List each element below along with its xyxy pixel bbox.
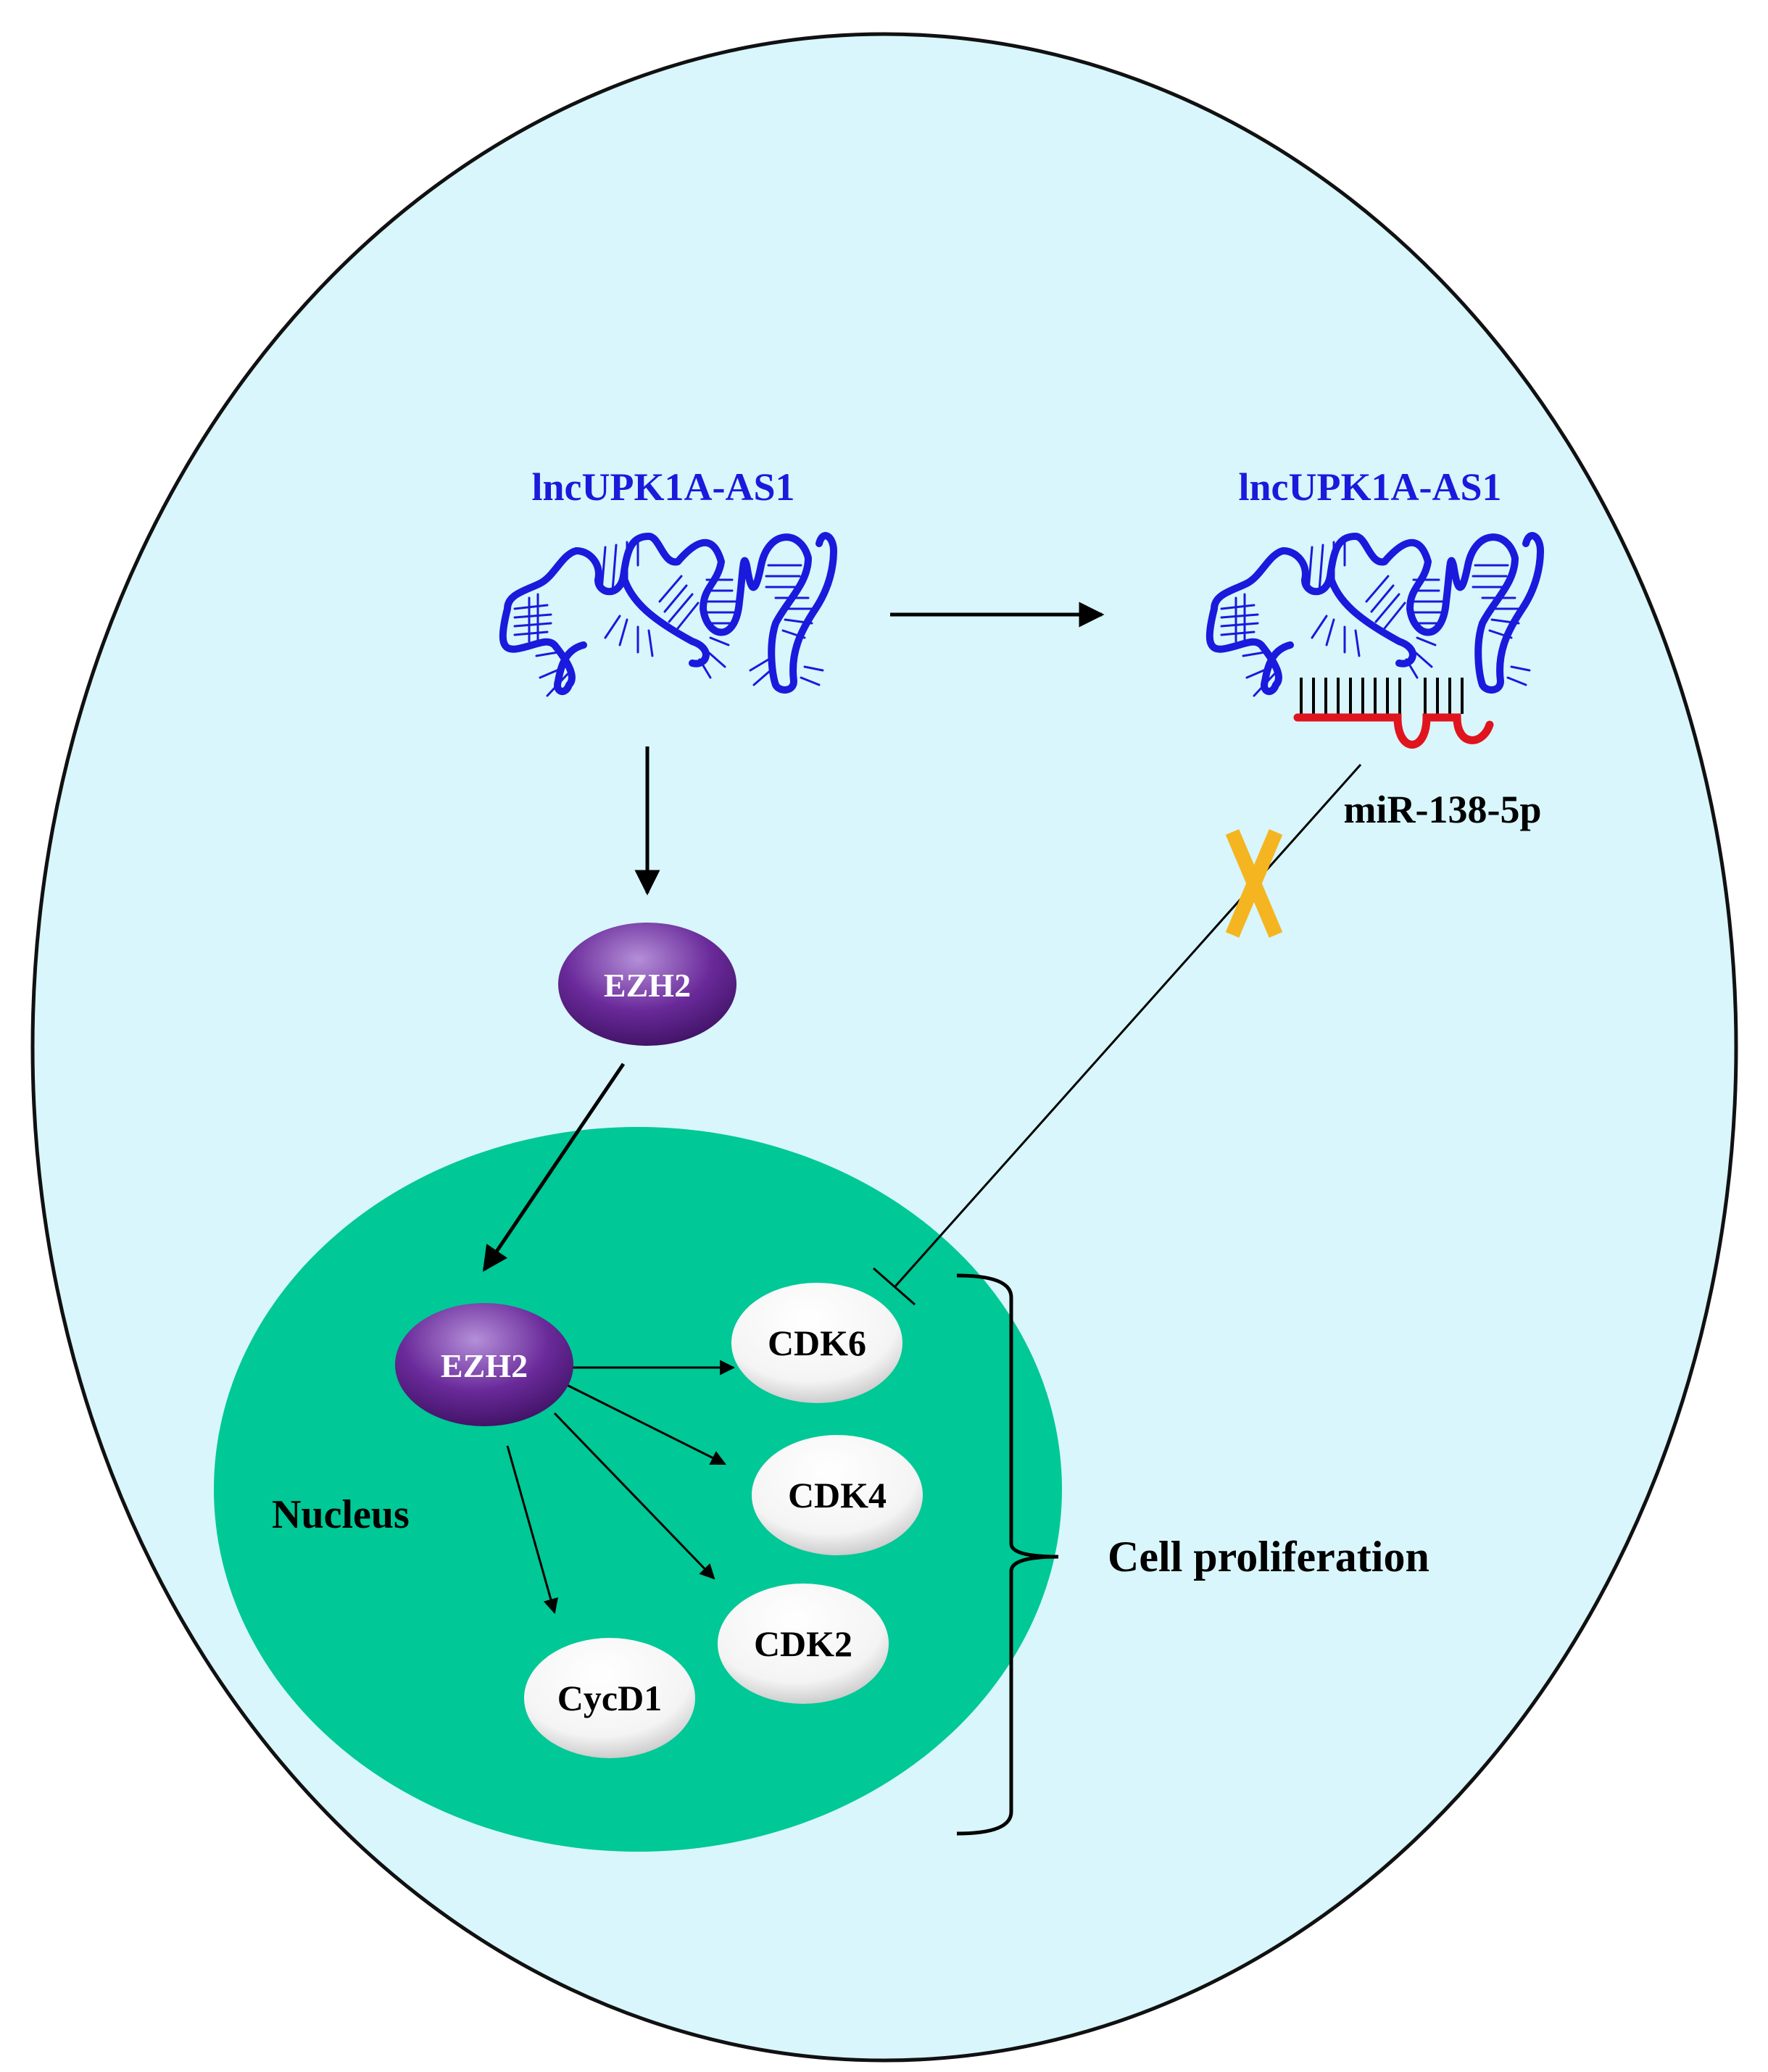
cdk6-node bbox=[731, 1283, 902, 1403]
lncrna-right-label: lncUPK1A-AS1 bbox=[1239, 465, 1502, 509]
ezh2-cytoplasm-node bbox=[558, 923, 736, 1046]
cdk2-label: CDK2 bbox=[754, 1623, 852, 1664]
nucleus-label: Nucleus bbox=[272, 1492, 410, 1537]
inhibition-line bbox=[873, 764, 1362, 1306]
cdk4-node bbox=[752, 1435, 923, 1555]
ezh2-nucleus-label: EZH2 bbox=[441, 1347, 528, 1384]
mirna-label: miR-138-5p bbox=[1344, 788, 1542, 831]
lncrna-left-icon bbox=[499, 532, 837, 697]
block-x-icon bbox=[1225, 829, 1283, 938]
mirna-binding-icon bbox=[1293, 678, 1494, 749]
lncrna-right-icon bbox=[1205, 532, 1544, 697]
ezh2-target-arrows bbox=[506, 1360, 736, 1615]
ezh2-nucleus-node bbox=[395, 1303, 573, 1426]
cdk2-node bbox=[718, 1584, 889, 1704]
cdk4-label: CDK4 bbox=[788, 1475, 887, 1515]
cycd1-label: CycD1 bbox=[557, 1678, 662, 1718]
cell-proliferation-label: Cell proliferation bbox=[1108, 1533, 1429, 1581]
proliferation-bracket bbox=[956, 1273, 1059, 1836]
cycd1-node bbox=[524, 1638, 695, 1758]
arrow-ezh2-to-nucleus bbox=[482, 1062, 626, 1272]
lncrna-left-label: lncUPK1A-AS1 bbox=[532, 465, 795, 509]
ezh2-cytoplasm-label: EZH2 bbox=[604, 967, 691, 1004]
cdk6-label: CDK6 bbox=[768, 1323, 866, 1363]
